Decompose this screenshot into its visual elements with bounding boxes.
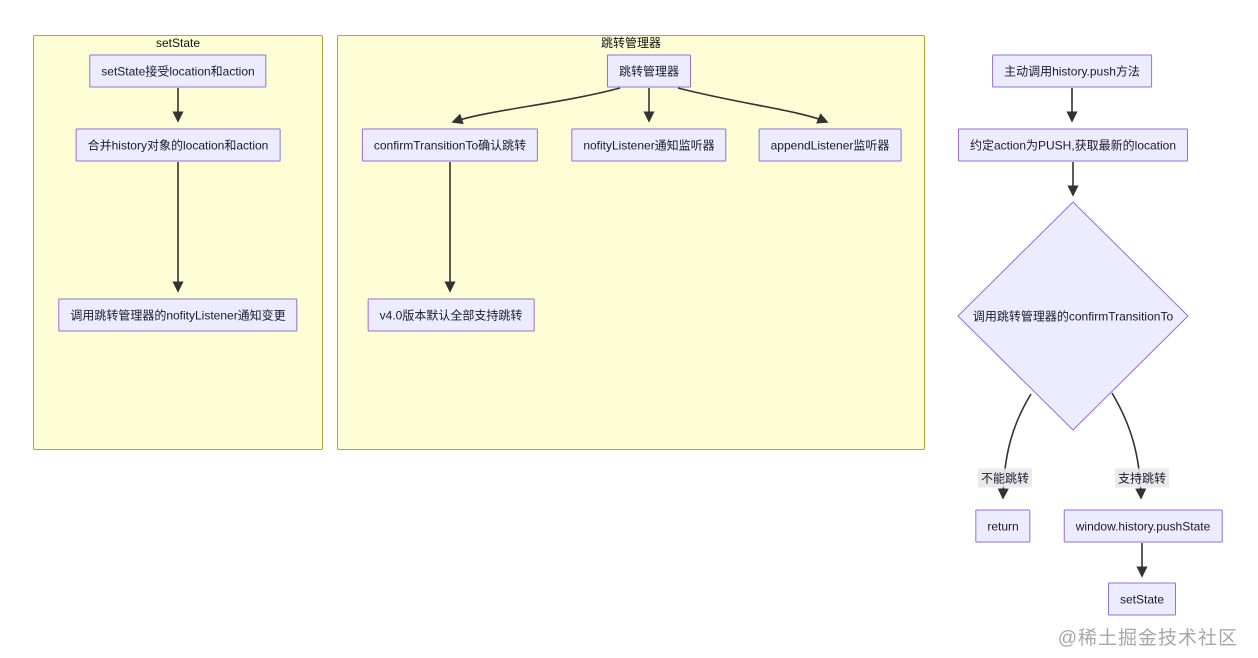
subgraph-manager-title: 跳转管理器 xyxy=(600,36,661,50)
edge-label-allow: 支持跳转 xyxy=(1114,468,1170,488)
node-push-decision-label: 调用跳转管理器的confirmTransitionTo xyxy=(972,309,1174,324)
node-push-start: 主动调用history.push方法 xyxy=(992,54,1152,88)
node-push-return: return xyxy=(975,509,1031,543)
node-setstate-merge: 合并history对象的location和action xyxy=(75,128,281,162)
node-setstate-receive: setState接受location和action xyxy=(89,54,267,88)
node-manager-append: appendListener监听器 xyxy=(758,128,902,162)
node-push-action: 约定action为PUSH,获取最新的location xyxy=(957,128,1189,162)
subgraph-setstate xyxy=(33,35,323,450)
node-manager-nofity: nofityListener通知监听器 xyxy=(571,128,727,162)
node-setstate-notify: 调用跳转管理器的nofityListener通知变更 xyxy=(58,298,298,332)
edge-label-deny: 不能跳转 xyxy=(977,468,1033,488)
subgraph-setstate-title: setState xyxy=(155,36,201,50)
node-push-setstate: setState xyxy=(1107,582,1177,616)
node-manager-v4: v4.0版本默认全部支持跳转 xyxy=(367,298,535,332)
node-manager-root: 跳转管理器 xyxy=(606,54,692,88)
node-push-pushstate: window.history.pushState xyxy=(1063,509,1223,543)
watermark: @稀土掘金技术社区 xyxy=(1057,628,1238,649)
node-manager-confirm: confirmTransitionTo确认跳转 xyxy=(361,128,539,162)
subgraph-manager xyxy=(337,35,925,450)
